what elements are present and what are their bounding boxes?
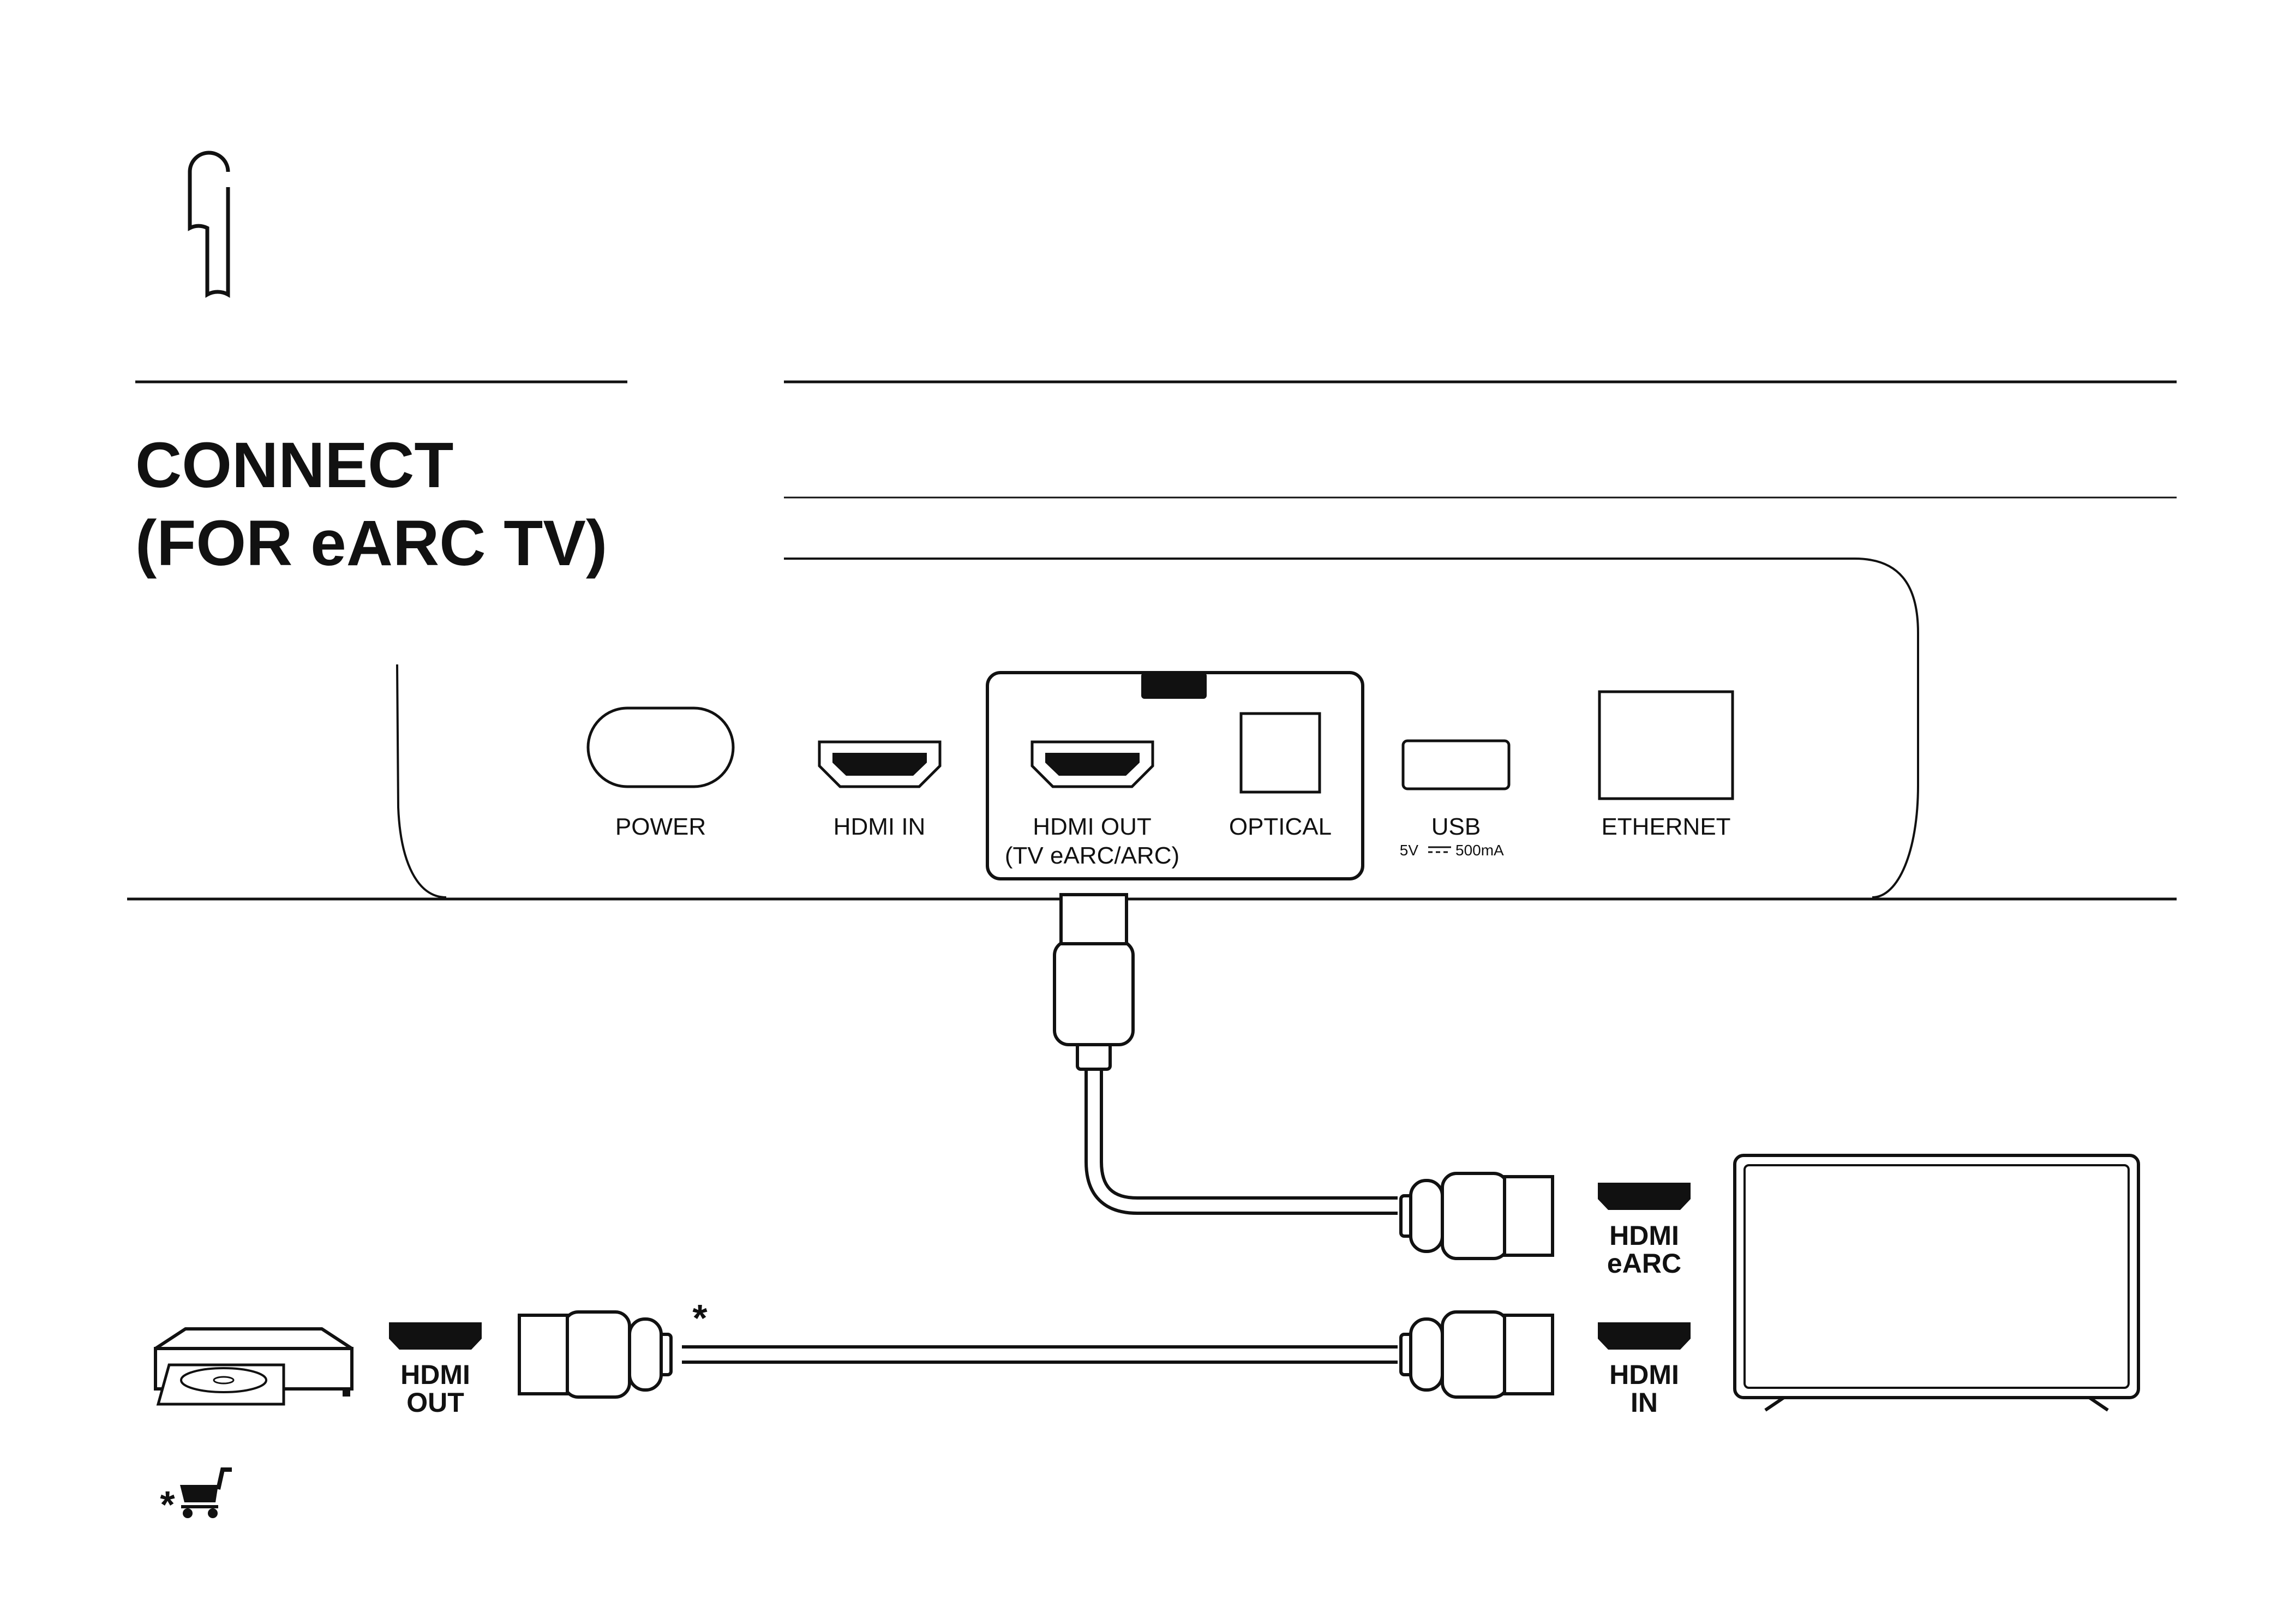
hdmi-out-label: HDMI OUT [1033,813,1152,840]
usb-port [1401,739,1511,790]
hdmi-cable-earc [1053,893,1553,1259]
tv-icon [1733,1154,2140,1412]
hdmi-plug-tv-in [1401,1312,1553,1397]
tv-hdmi-earc-label: HDMI [1609,1220,1679,1251]
hdmi-out-sublabel: (TV eARC/ARC) [1005,842,1179,869]
tv-hdmi-in-sublabel: IN [1631,1387,1658,1418]
optical-label: OPTICAL [1229,813,1332,840]
footnote-asterisk: * [160,1483,175,1526]
power-label: POWER [615,813,706,840]
page-title-line-1: CONNECT [135,429,453,501]
hdmi-cable-source [519,1312,1553,1397]
hdmi-plug-soundbar [1053,893,1135,1071]
blu-ray-player-icon [154,1327,353,1406]
tv-hdmi-earc-port [1598,1183,1691,1210]
tv-hdmi-in-port [1598,1322,1691,1350]
optical-port [1239,712,1321,794]
player-hdmi-out-port [389,1322,482,1350]
step-number-icon [188,151,230,298]
hdmi-in-label: HDMI IN [834,813,926,840]
page-title-line-2: (FOR eARC TV) [135,507,607,579]
shopping-cart-icon [180,1467,232,1518]
usb-label: USB [1431,813,1481,840]
soundbar-rear-panel [396,558,1919,898]
hdmi-plug-tv-earc [1401,1173,1553,1259]
ethernet-label: ETHERNET [1601,813,1730,840]
power-button[interactable] [586,706,735,788]
ethernet-port [1598,690,1734,800]
optional-cable-asterisk: * [692,1297,708,1339]
hdmi-in-port [818,740,942,788]
player-hdmi-out-sublabel: OUT [406,1387,464,1418]
hdmi-plug-player [519,1312,671,1397]
svg-text:5V: 5V [1400,842,1419,859]
highlight-tab [1141,673,1207,699]
hdmi-out-port [1030,740,1154,788]
svg-text:500mA: 500mA [1455,842,1504,859]
usb-spec: 5V 500mA [1400,842,1504,859]
player-hdmi-out-label: HDMI [400,1359,470,1390]
tv-hdmi-earc-sublabel: eARC [1607,1248,1681,1279]
tv-hdmi-in-label: HDMI [1609,1359,1679,1390]
